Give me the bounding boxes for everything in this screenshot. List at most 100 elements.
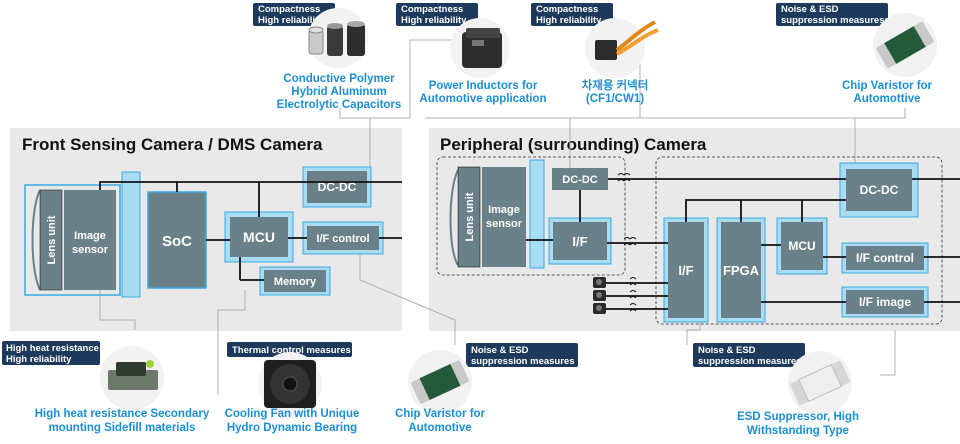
sidefill-image — [100, 346, 164, 410]
svg-text:High heat resistance Secondary: High heat resistance Secondary — [35, 408, 210, 420]
front-dcdc-label: DC-DC — [318, 180, 357, 194]
svg-text:ESD Suppressor, High: ESD Suppressor, High — [737, 411, 859, 423]
svg-text:Noise & ESD: Noise & ESD — [698, 345, 756, 356]
caption-inductors: Power Inductors for Automotive applicati… — [419, 80, 546, 105]
tag-heat-resistance: High heat resistance High reliability — [2, 341, 100, 365]
peripheral-if-left-label: I/F — [572, 234, 587, 249]
svg-text:Withstanding Type: Withstanding Type — [747, 425, 849, 437]
front-soc-label: SoC — [162, 233, 192, 250]
svg-text:Chip Varistor for: Chip Varistor for — [842, 80, 933, 92]
svg-text:High reliability: High reliability — [258, 15, 324, 26]
svg-text:Compactness: Compactness — [401, 4, 463, 15]
peripheral-lens-unit-block — [457, 166, 481, 268]
front-lens-curve — [31, 189, 41, 291]
front-interposer-strip — [121, 171, 141, 298]
front-camera-module-frame — [24, 184, 121, 296]
peripheral-connections — [526, 178, 960, 310]
svg-text:Cooling Fan with Unique: Cooling Fan with Unique — [225, 408, 360, 420]
front-image-sensor-block — [64, 190, 116, 290]
leader-lines — [99, 39, 906, 395]
tag-noise-esd-mid: Noise & ESD suppression measures — [466, 343, 578, 367]
cable-break-marks — [617, 173, 637, 312]
svg-text:mounting Sidefill materials: mounting Sidefill materials — [49, 422, 196, 434]
front-image-sensor-label-1: Image — [74, 230, 106, 242]
peripheral-if-image-block — [846, 290, 924, 314]
capacitors-image — [308, 8, 368, 68]
svg-text:Automottive: Automottive — [853, 93, 920, 105]
peripheral-module-dashed — [436, 156, 626, 276]
peripheral-image-sensor-label-2: sensor — [486, 218, 523, 230]
peripheral-if-right-label: I/F — [678, 263, 693, 278]
peripheral-if-control-block — [846, 246, 924, 270]
svg-text:High reliability: High reliability — [401, 15, 467, 26]
front-image-sensor-label-2: sensor — [72, 244, 109, 256]
svg-text:High heat resistance: High heat resistance — [6, 343, 99, 354]
peripheral-ecu-dashed — [655, 156, 943, 325]
svg-text:Noise & ESD: Noise & ESD — [471, 345, 529, 356]
cooling-fan-image — [258, 352, 322, 416]
caption-fan: Cooling Fan with Unique Hydro Dynamic Be… — [225, 408, 360, 434]
svg-text:Electrolytic Capacitors: Electrolytic Capacitors — [277, 99, 402, 111]
svg-text:(CF1/CW1): (CF1/CW1) — [586, 93, 644, 105]
peripheral-image-sensor-label-1: Image — [488, 204, 520, 216]
caption-sidefill: High heat resistance Secondary mounting … — [35, 408, 210, 434]
peripheral-dcdc-small-label: DC-DC — [562, 174, 597, 186]
tag-thermal: Thermal control measures — [227, 342, 352, 357]
svg-text:High reliability: High reliability — [6, 354, 72, 365]
front-mcu-block — [230, 217, 288, 257]
power-inductor-image — [450, 18, 510, 78]
front-memory-block — [264, 270, 326, 292]
svg-text:Chip Varistor for: Chip Varistor for — [395, 408, 486, 420]
front-camera-title: Front Sensing Camera / DMS Camera — [22, 135, 323, 154]
peripheral-if-image-label: I/F image — [859, 295, 911, 309]
peripheral-dcdc-small-block — [552, 168, 608, 190]
svg-text:Thermal control measures: Thermal control measures — [232, 345, 351, 356]
svg-text:suppression measuresc: suppression measuresc — [781, 15, 890, 26]
svg-text:Automotive application: Automotive application — [419, 93, 546, 105]
caption-capacitors: Conductive Polymer Hybrid Aluminum Elect… — [277, 73, 402, 111]
peripheral-mcu-label: MCU — [788, 239, 815, 253]
front-if-control-block — [307, 226, 379, 250]
svg-text:High reliability: High reliability — [536, 15, 602, 26]
peripheral-mcu-block — [781, 222, 823, 270]
peripheral-fpga-block — [721, 222, 761, 318]
front-memory-label: Memory — [274, 276, 317, 288]
peripheral-lens-unit-label: Lens unit — [464, 192, 476, 241]
svg-text:Compactness: Compactness — [536, 4, 598, 15]
svg-text:Hybrid Aluminum: Hybrid Aluminum — [291, 86, 386, 98]
svg-text:suppression measures: suppression measures — [698, 356, 802, 367]
esd-suppressor-image — [788, 351, 852, 415]
svg-text:Power Inductors for: Power Inductors for — [429, 80, 538, 92]
tag-compact-inductors: Compactness High reliability — [396, 3, 478, 26]
front-mcu-label: MCU — [243, 229, 275, 245]
peripheral-dcdc-label: DC-DC — [860, 183, 899, 197]
front-dcdc-block — [307, 171, 367, 203]
svg-text:Compactness: Compactness — [258, 4, 320, 15]
caption-esd: ESD Suppressor, High Withstanding Type — [737, 411, 859, 437]
peripheral-if-control-label: I/F control — [856, 251, 914, 265]
caption-connector: 차재용 커넥터 (CF1/CW1) — [582, 78, 649, 105]
tag-noise-esd-top: Noise & ESD suppression measuresc — [776, 3, 890, 26]
front-if-control-label: I/F control — [316, 233, 369, 245]
front-lens-unit-block — [39, 189, 63, 291]
peripheral-dcdc-block — [846, 169, 912, 211]
svg-text:차재용 커넥터: 차재용 커넥터 — [582, 78, 649, 92]
connector-image — [585, 18, 659, 78]
front-lens-unit-label: Lens unit — [46, 215, 58, 264]
peripheral-fpga-label: FPGA — [723, 263, 760, 278]
caption-varistor-top: Chip Varistor for Automottive — [842, 80, 933, 105]
caption-varistor-mid: Chip Varistor for Automotive — [395, 408, 486, 434]
peripheral-image-sensor-block — [482, 167, 526, 267]
svg-text:Automotive: Automotive — [408, 422, 471, 434]
chip-varistor-top-image — [873, 13, 937, 77]
tag-compact-connector: Compactness High reliability — [531, 3, 613, 26]
tag-noise-esd-bottom: Noise & ESD suppression measures — [693, 343, 805, 367]
peripheral-if-right-block — [668, 222, 704, 318]
svg-text:Noise & ESD: Noise & ESD — [781, 4, 839, 15]
svg-text:Hydro Dynamic Bearing: Hydro Dynamic Bearing — [227, 422, 357, 434]
peripheral-interposer-strip — [529, 159, 545, 269]
peripheral-camera-title: Peripheral (surrounding) Camera — [440, 135, 707, 154]
front-connections — [99, 181, 402, 281]
peripheral-if-left-block — [553, 222, 607, 260]
